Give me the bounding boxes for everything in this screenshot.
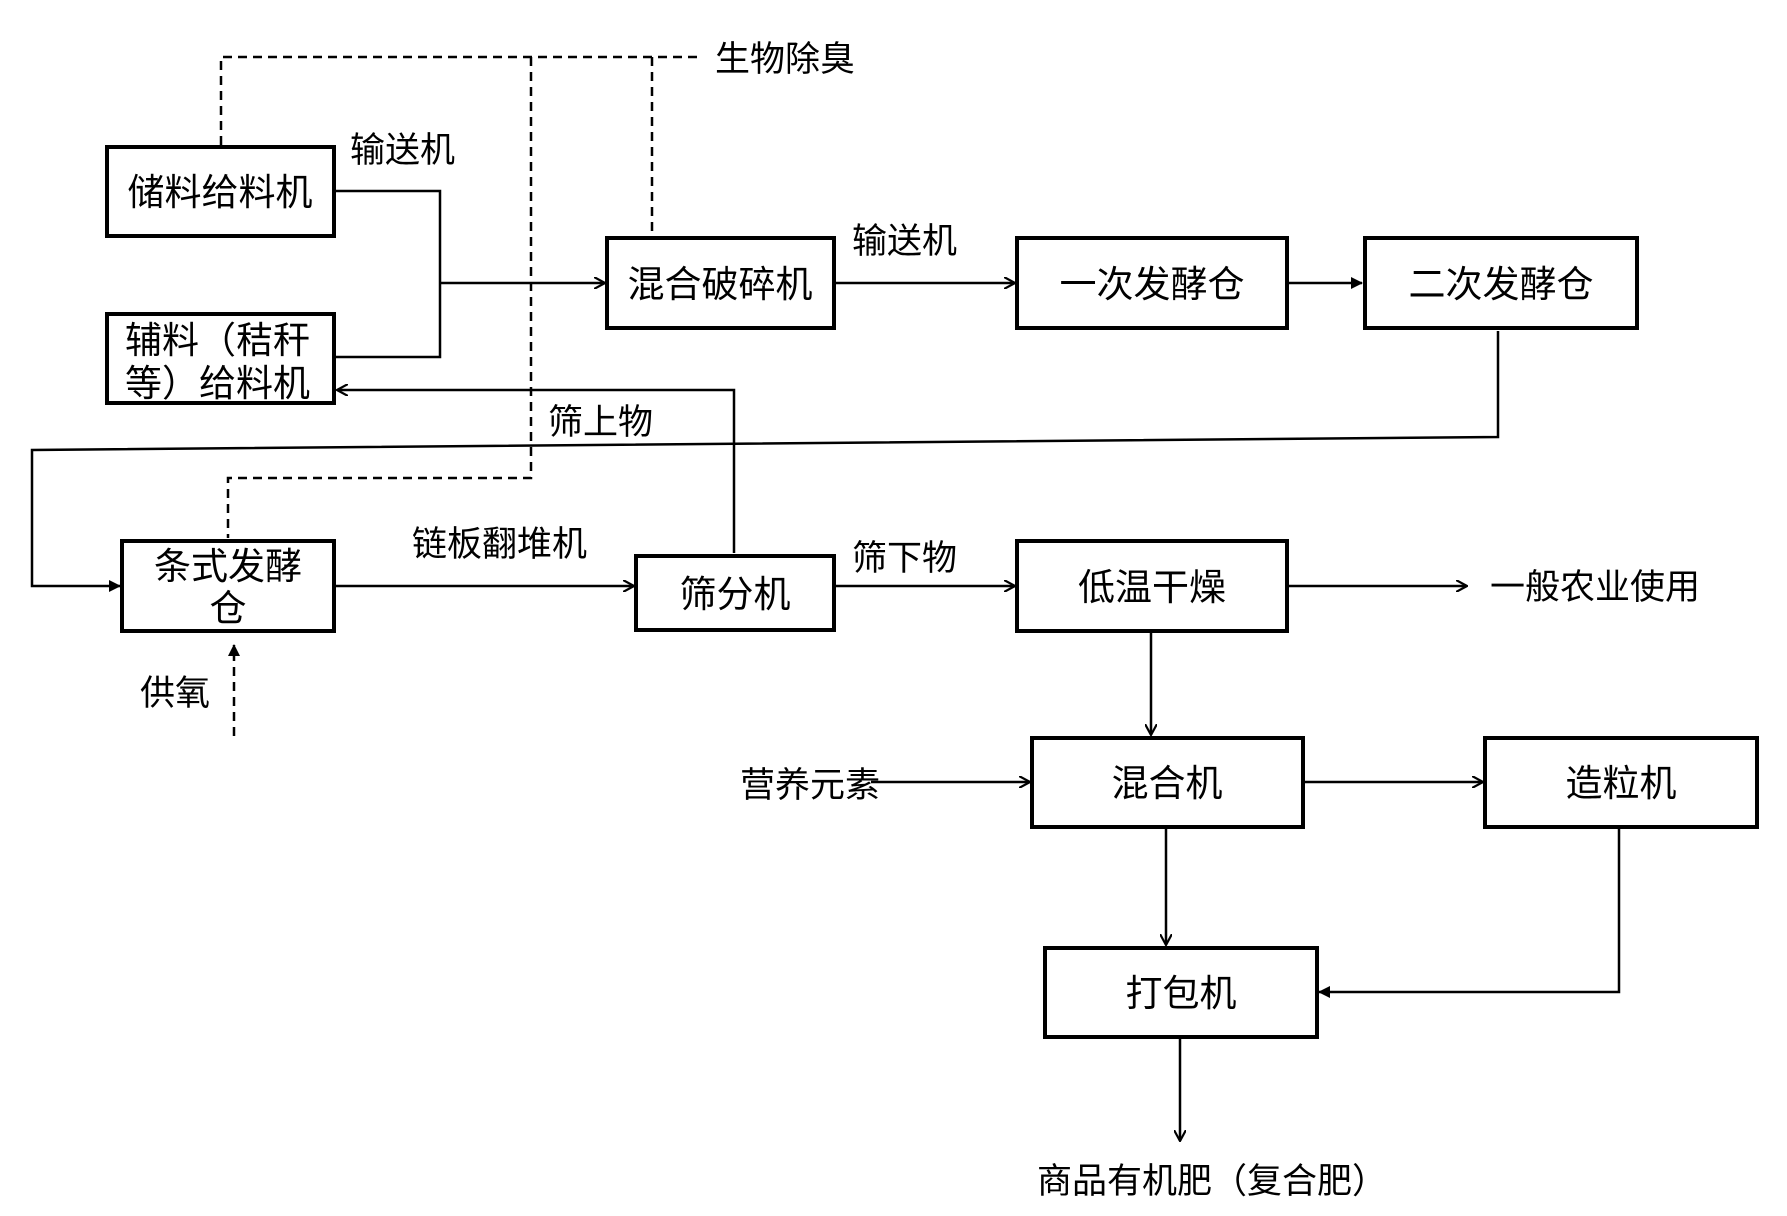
- deodor-lines: [219, 55, 697, 538]
- node-storage-feeder: 储料给料机: [105, 145, 336, 238]
- edge-oversize-return: [337, 390, 736, 553]
- node-packer: 打包机: [1043, 946, 1319, 1039]
- label-chain-turner: 链板翻堆机: [412, 525, 587, 565]
- node-second-ferment: 二次发酵仓: [1363, 236, 1639, 330]
- node-low-temp-dry-label: 低温干燥: [1078, 566, 1226, 609]
- node-first-ferment-label: 一次发酵仓: [1060, 263, 1245, 306]
- node-low-temp-dry: 低温干燥: [1015, 539, 1289, 633]
- node-mixer-label: 混合机: [1112, 762, 1223, 805]
- node-aux-feeder: 辅料（秸秆 等）给料机: [105, 312, 336, 405]
- deodor-strip-line: [226, 57, 533, 538]
- node-granulator: 造粒机: [1483, 736, 1759, 829]
- label-general-agri: 一般农业使用: [1490, 568, 1700, 608]
- node-storage-feeder-label: 储料给料机: [128, 171, 313, 214]
- label-nutrients: 营养元素: [740, 766, 880, 806]
- flow-edges: [30, 189, 1621, 1141]
- label-conveyor-2: 输送机: [852, 222, 957, 262]
- node-granulator-label: 造粒机: [1566, 762, 1677, 805]
- node-packer-label: 打包机: [1126, 972, 1237, 1015]
- node-aux-feeder-label-line1: 辅料（秸秆: [125, 319, 310, 362]
- label-oxygen: 供氧: [140, 674, 210, 714]
- node-aux-feeder-label-line2: 等）给料机: [125, 362, 310, 405]
- node-strip-ferment: 条式发酵 仓: [120, 539, 336, 633]
- label-oversize: 筛上物: [548, 403, 653, 443]
- node-mix-crusher-label: 混合破碎机: [628, 263, 813, 306]
- label-bio-deodor: 生物除臭: [715, 40, 855, 80]
- edge-second-to-strip: [30, 331, 1500, 592]
- node-strip-ferment-label-line1: 条式发酵: [154, 545, 302, 588]
- node-screener-label: 筛分机: [680, 573, 791, 616]
- node-first-ferment: 一次发酵仓: [1015, 236, 1289, 330]
- label-product: 商品有机肥（复合肥）: [1037, 1162, 1387, 1202]
- node-second-ferment-label: 二次发酵仓: [1409, 263, 1594, 306]
- node-mixer: 混合机: [1030, 736, 1305, 829]
- node-screener: 筛分机: [634, 554, 836, 632]
- edge-granulator-to-packer: [1318, 829, 1621, 998]
- node-strip-ferment-label-line2: 仓: [210, 587, 247, 630]
- edge-storage-to-junction: [334, 189, 442, 359]
- node-mix-crusher: 混合破碎机: [605, 236, 836, 330]
- label-conveyor-1: 输送机: [350, 131, 455, 171]
- deodor-main-line: [219, 55, 697, 145]
- label-undersize: 筛下物: [852, 539, 957, 579]
